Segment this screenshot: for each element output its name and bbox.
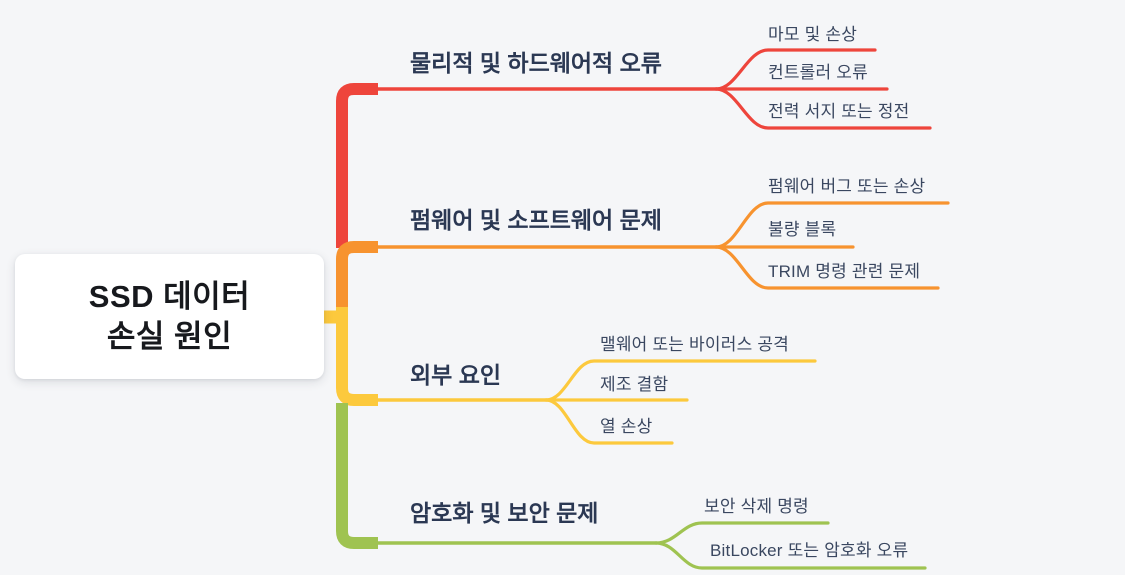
- root-topic[interactable]: SSD 데이터 손실 원인: [15, 254, 324, 379]
- branch-1-subtopic-1[interactable]: 마모 및 손상: [768, 25, 858, 44]
- branch-2-lines: [336, 201, 950, 310]
- branch-2-subtopic-2[interactable]: 불량 블록: [768, 220, 837, 239]
- branch-2-child-3-connector: [714, 245, 940, 290]
- branch-4-topic[interactable]: 암호화 및 보안 문제: [410, 500, 599, 526]
- branch-3-subtopic-1[interactable]: 맬웨어 또는 바이러스 공격: [600, 335, 790, 354]
- branch-3-subtopic-3[interactable]: 열 손상: [600, 417, 653, 436]
- branch-4-trunk-segment: [336, 403, 378, 549]
- branch-1-subtopic-2[interactable]: 컨트롤러 오류: [768, 63, 868, 82]
- branch-2-trunk-segment: [336, 241, 378, 310]
- branch-1-topic[interactable]: 물리적 및 하드웨어적 오류: [410, 50, 662, 76]
- branch-2-subtopic-1[interactable]: 펌웨어 버그 또는 손상: [768, 177, 926, 196]
- branch-1-subtopic-3[interactable]: 전력 서지 또는 정전: [768, 102, 910, 121]
- branch-4-subtopic-2[interactable]: BitLocker 또는 암호화 오류: [710, 541, 909, 560]
- branch-1-lines: [336, 48, 932, 248]
- branch-4-child-2-connector: [654, 541, 927, 570]
- branch-3-child-1-connector: [544, 359, 817, 402]
- branch-2-topic[interactable]: 펌웨어 및 소프트웨어 문제: [410, 207, 662, 233]
- branch-1-child-3-connector: [714, 87, 932, 130]
- branch-3-trunk-segment: [336, 307, 378, 406]
- branch-1-trunk-segment: [336, 83, 378, 248]
- branch-3-topic[interactable]: 외부 요인: [410, 362, 502, 388]
- root-topic-line-1: SSD 데이터: [88, 278, 251, 314]
- branch-4-subtopic-1[interactable]: 보안 삭제 명령: [704, 497, 809, 516]
- root-topic-line-2: 손실 원인: [106, 318, 233, 354]
- branch-3-subtopic-2[interactable]: 제조 결함: [600, 375, 669, 394]
- branch-3-lines: [321, 307, 817, 445]
- branch-2-subtopic-3[interactable]: TRIM 명령 관련 문제: [768, 262, 921, 281]
- branch-2-child-1-connector: [714, 201, 950, 249]
- branch-4-lines: [336, 403, 927, 570]
- branch-3-child-3-connector: [544, 398, 674, 445]
